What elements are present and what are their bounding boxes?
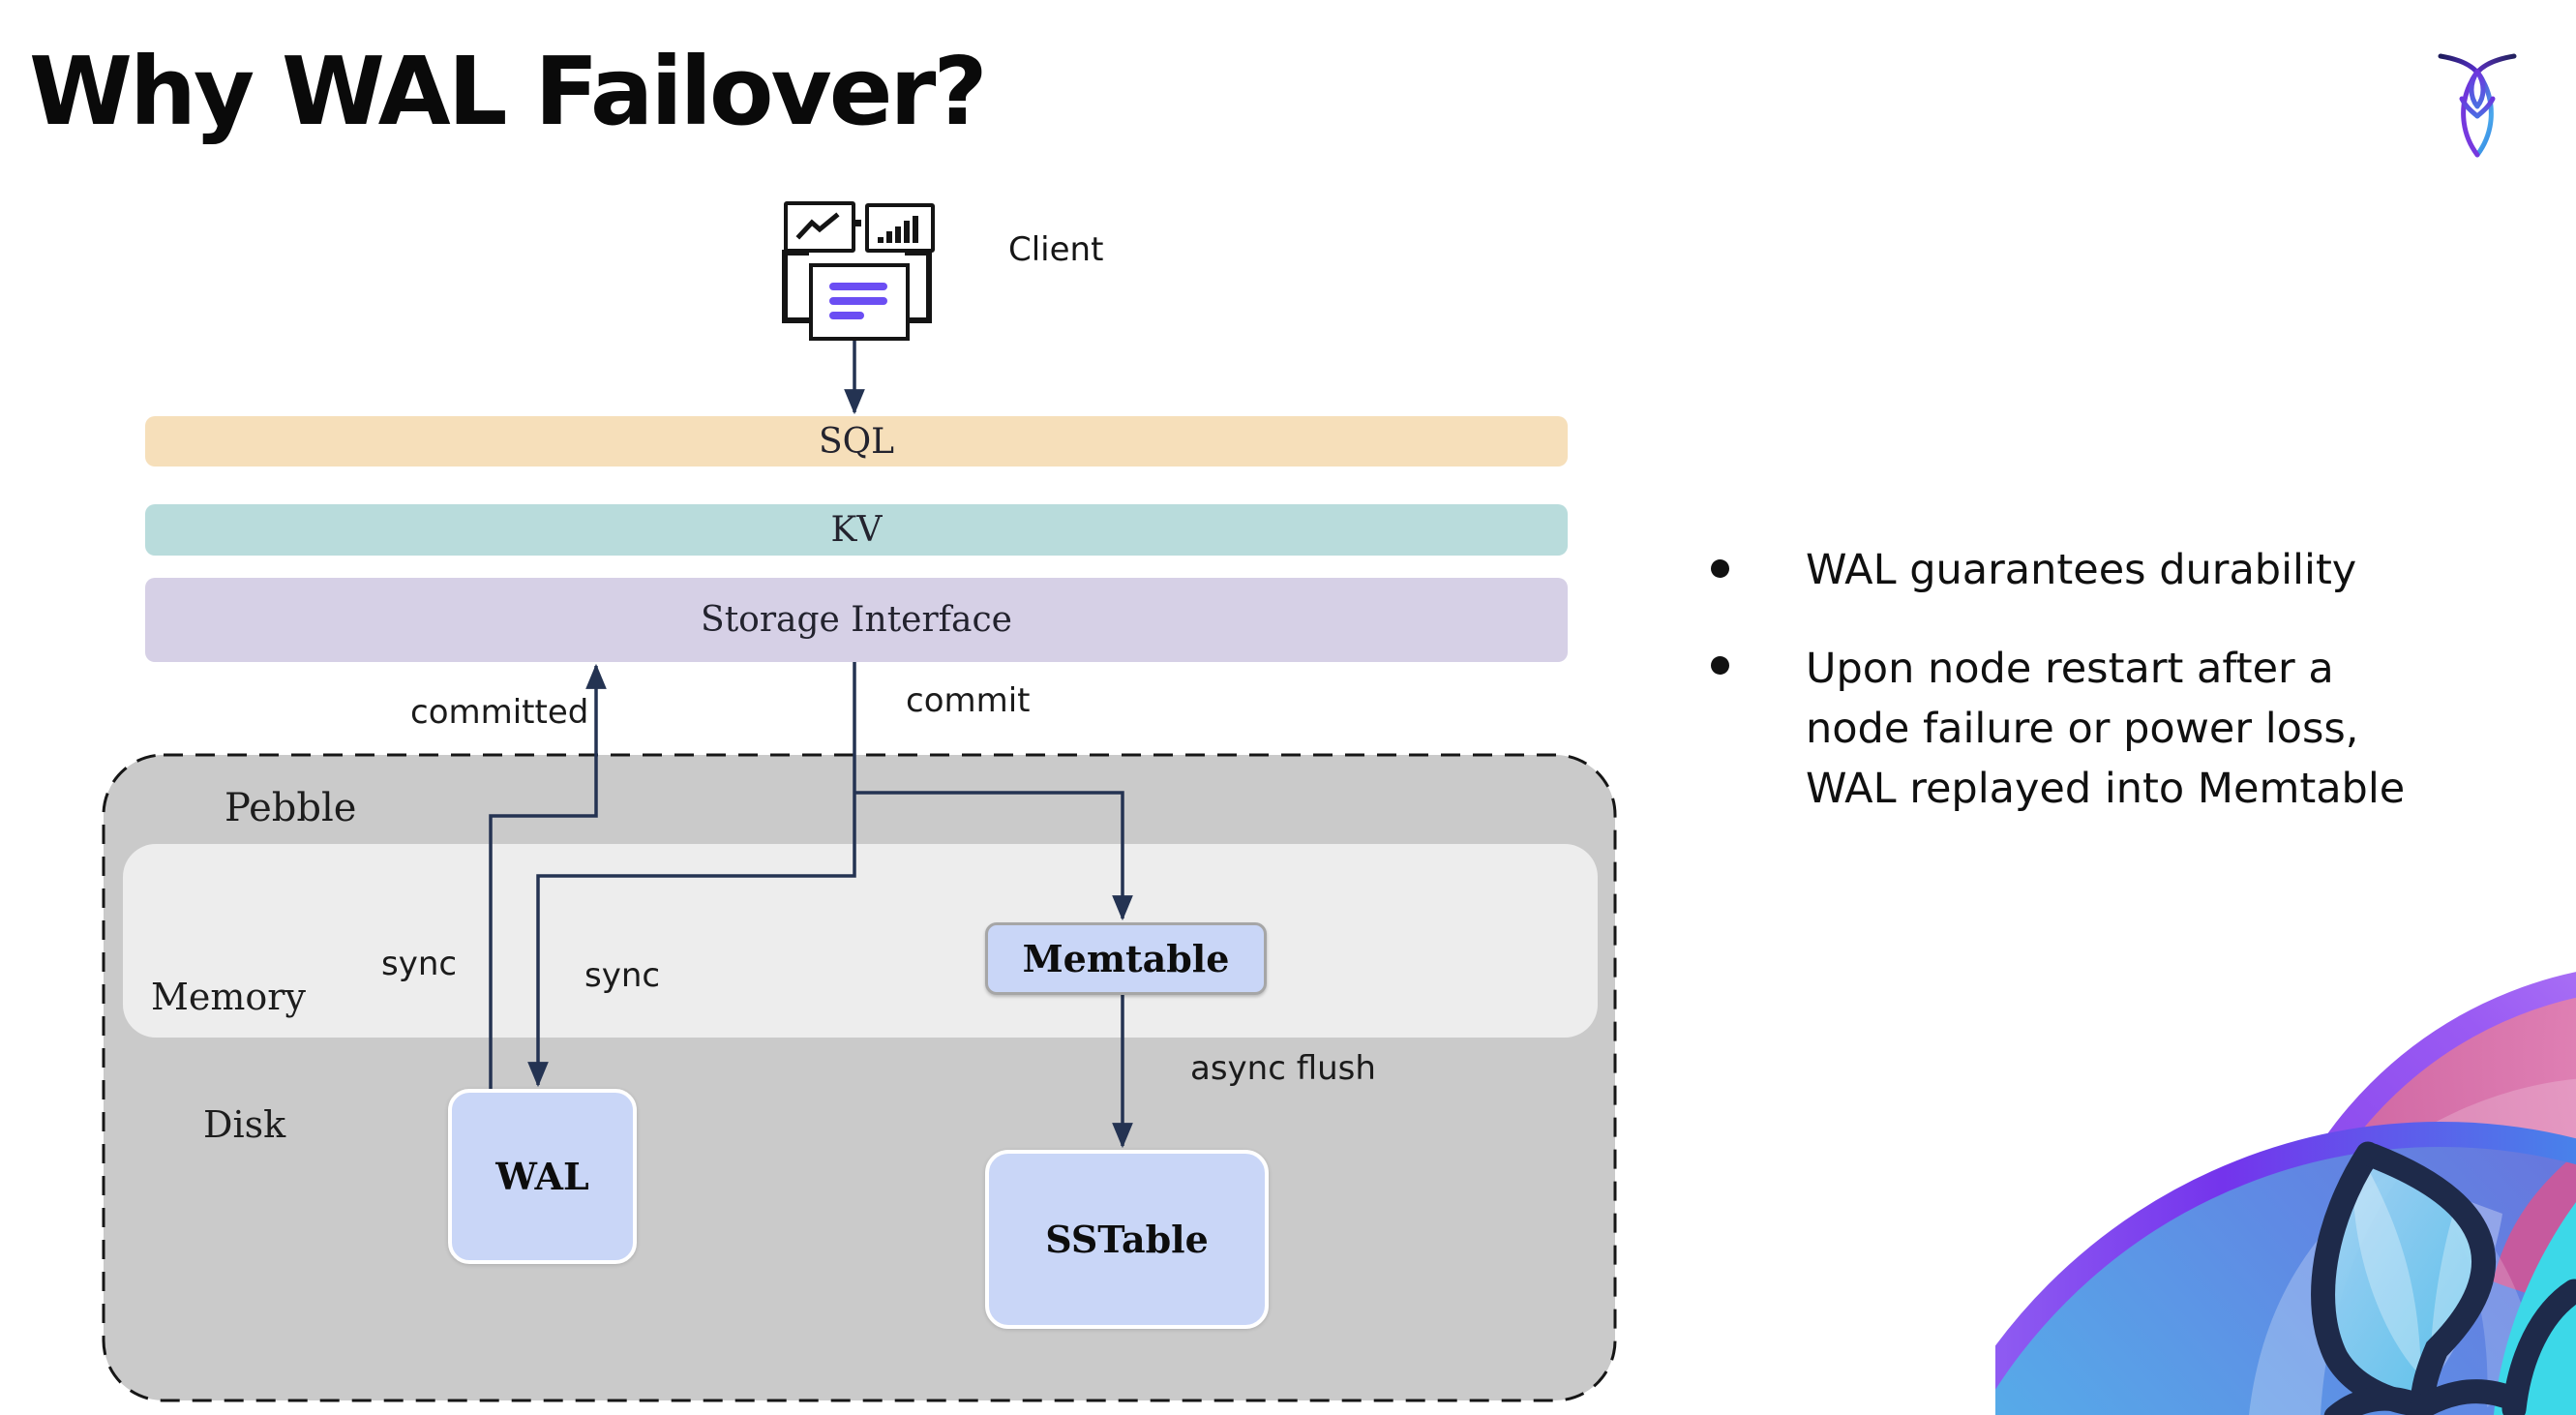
- artwork-blue-rim: [1995, 1122, 2576, 1391]
- bar-chart-glyph: [878, 216, 918, 243]
- bracket-left-icon: [782, 250, 809, 323]
- memtable-label: Memtable: [1022, 937, 1230, 980]
- edge-label-sync-right: sync: [584, 956, 661, 995]
- bracket-right-icon: [905, 250, 932, 323]
- brand-artwork-canvas: [1995, 972, 2576, 1415]
- artwork-leaf-fill: [2322, 1154, 2484, 1405]
- client-label: Client: [1008, 230, 1104, 269]
- cockroachdb-logo: [2438, 53, 2517, 158]
- line-chart-glyph: [795, 212, 840, 240]
- artwork-leaf-vein: [2353, 1163, 2421, 1376]
- bullet-dot: [1711, 559, 1729, 578]
- wal-node: WAL: [448, 1089, 637, 1264]
- bullet-dot: [1711, 656, 1729, 675]
- document-line: [829, 283, 887, 290]
- layer-sql: SQL: [145, 416, 1568, 467]
- edge-label-async-flush: async flush: [1190, 1049, 1376, 1088]
- layer-sql-label: SQL: [818, 421, 895, 462]
- layer-storage-interface-label: Storage Interface: [701, 600, 1012, 640]
- edge-label-sync-left: sync: [381, 945, 458, 983]
- line-chart-icon: [784, 201, 855, 253]
- logo-branch-right: [2474, 96, 2496, 119]
- edge-label-commit: commit: [906, 681, 1031, 720]
- artwork-navy-arc: [2501, 1279, 2576, 1415]
- bullet-line: node failure or power loss,: [1806, 705, 2359, 753]
- sstable-label: SSTable: [1045, 1218, 1209, 1261]
- dash-connector: [852, 220, 861, 226]
- wal-label: WAL: [495, 1155, 589, 1198]
- region-label-memory: Memory: [151, 976, 306, 1018]
- bullet-item: Upon node restart after a node failure o…: [1806, 639, 2405, 819]
- bullet-line: WAL replayed into Memtable: [1806, 765, 2406, 813]
- document-icon: [809, 263, 910, 341]
- bullet-line: WAL guarantees durability: [1806, 546, 2357, 594]
- page-title: Why WAL Failover?: [29, 37, 988, 146]
- artwork-navy-arc: [2360, 1143, 2497, 1415]
- document-line: [829, 297, 887, 305]
- arrow-commit-sync-to-wal: [527, 662, 856, 1088]
- memory-region: [123, 844, 1598, 1038]
- region-label-pebble: Pebble: [225, 786, 357, 830]
- edge-label-committed: committed: [410, 693, 589, 732]
- bar-chart-icon: [865, 203, 935, 253]
- bullet-line: Upon node restart after a: [1806, 645, 2334, 693]
- bullet-item: WAL guarantees durability: [1806, 540, 2356, 600]
- brand-artwork: [1995, 970, 2576, 1415]
- layer-storage-interface: Storage Interface: [145, 578, 1568, 662]
- arrow-commit-to-memtable: [854, 791, 1133, 921]
- memtable-node: Memtable: [985, 922, 1267, 995]
- document-line: [829, 312, 864, 319]
- sstable-node: SSTable: [985, 1150, 1269, 1329]
- region-label-disk: Disk: [203, 1103, 286, 1146]
- arrow-committed: [489, 663, 607, 1089]
- layer-kv-label: KV: [830, 510, 883, 550]
- layer-kv: KV: [145, 504, 1568, 556]
